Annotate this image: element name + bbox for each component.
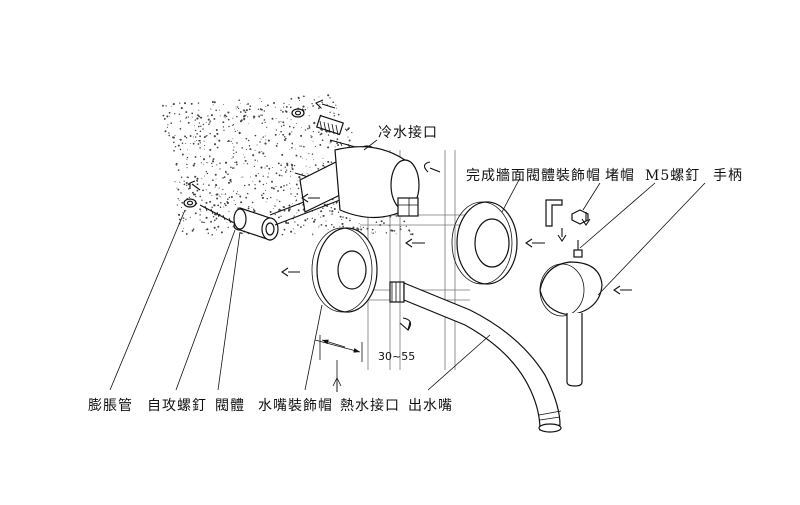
valve-cover-plate [451,201,518,285]
plug-cap-label: 堵帽 [605,168,635,184]
expansion-sleeve [233,207,279,241]
valve-body [269,146,420,226]
plug-cap [571,209,589,225]
self-tapping-screw-label: 自攻螺釘 [147,397,207,414]
m5-screw-label: M5螺釘 [645,167,700,184]
spout-cover-label: 水嘴裝飾帽 [258,398,333,414]
valve-body-label: 閥體 [215,398,245,414]
assembly-arrows [189,99,632,332]
valve-cover-label: 完成牆面閥體裝飾帽 [466,168,601,184]
spout-label: 出水嘴 [408,398,453,414]
hex-key [545,199,563,227]
wall-depth-dimension: 30~55 [314,335,415,363]
dimension-text: 30~55 [378,350,415,363]
leader-lines [109,139,706,392]
handle-label: 手柄 [713,168,743,184]
m5-screw [573,240,583,258]
hot-inlet-label: 熱水接口 [340,397,400,414]
spout [389,281,562,433]
expansion-tube-label: 膨脹管 [88,397,133,414]
spout-cover-plate [311,227,378,313]
cold-inlet-label: 冷水接口 [378,124,438,141]
handle [539,261,603,387]
